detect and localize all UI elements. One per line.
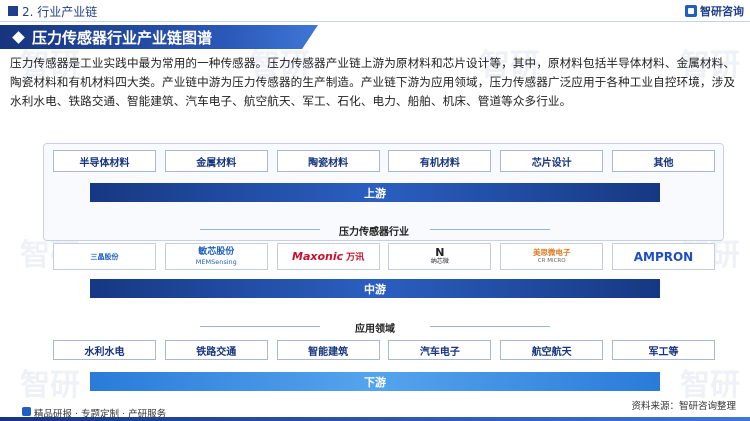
caption-line [430,326,550,327]
footer-slogan: 精品研报 · 专题定制 · 产研服务 [34,409,167,420]
midstream-logo-row: 三晶股份 敏芯股份 MEMSensing Maxonic 万讯 N 纳芯微 美思… [53,243,715,270]
downstream-caption: 应用领域 [355,324,395,335]
upstream-row: 半导体材料 金属材料 陶瓷材料 有机材料 芯片设计 其他 [53,150,715,172]
company-logo-subtext: CR MICRO [537,257,566,264]
application-item: 汽车电子 [388,340,492,360]
diamond-icon [12,31,25,44]
caption-line [430,229,550,230]
upstream-item: 有机材料 [388,150,492,172]
application-item: 水利水电 [53,340,156,360]
downstream-row: 水利水电 铁路交通 智能建筑 汽车电子 航空航天 军工等 [53,340,715,360]
company-logo-text: 纳芯微 [430,257,449,265]
description-paragraph: 压力传感器是工业实践中最为常用的一种传感器。压力传感器产业链上游为原材料和芯片设… [10,56,736,108]
top-bar: 2. 行业产业链 智研咨询 [0,0,750,22]
upstream-stage-bar: 上游 [90,183,660,202]
midstream-caption: 压力传感器行业 [339,227,409,238]
upstream-item: 半导体材料 [53,150,156,172]
brand-name: 智研咨询 [700,5,744,18]
logo-stack: 美思微电子 CR MICRO [533,248,571,266]
logo-stack: 敏芯股份 MEMSensing [196,247,237,267]
company-logo-meisi: 美思微电子 CR MICRO [500,243,604,270]
company-logo-ampron: AMPRON [611,243,715,270]
logo-stack: N 纳芯微 [430,245,449,266]
application-item: 军工等 [611,340,715,360]
source-note: 资料来源：智研咨询整理 [631,401,736,412]
company-logo-maxonic: Maxonic 万讯 [276,243,380,270]
company-logo-memsensing: 敏芯股份 MEMSensing [164,243,268,270]
company-logo-text: 三晶股份 [90,252,119,261]
application-item: 航空航天 [500,340,604,360]
caption-line [200,229,320,230]
footer-bar [0,417,750,421]
upstream-item: 陶瓷材料 [276,150,380,172]
company-logo-subtext: MEMSensing [195,257,237,266]
footer: 精品研报 · 专题定制 · 产研服务 资料来源：智研咨询整理 [0,401,750,421]
application-item: 智能建筑 [276,340,380,360]
application-item: 铁路交通 [164,340,268,360]
company-logo-text: Maxonic [292,250,344,263]
novosense-n-icon: N [435,245,445,259]
company-logo-text: AMPRON [633,249,694,264]
midstream-stage-bar: 中游 [90,279,660,298]
footer-logo-icon [22,407,31,416]
downstream-stage-bar: 下游 [90,372,660,391]
page-title: 压力传感器行业产业链图谱 [32,29,213,47]
caption-line [200,326,320,327]
company-logo-novosense: N 纳芯微 [388,243,492,270]
section-square-icon [8,6,18,16]
company-logo-subtext: 万讯 [346,253,365,263]
title-banner: 压力传感器行业产业链图谱 [0,25,318,49]
upstream-item: 金属材料 [164,150,268,172]
upstream-item: 其他 [611,150,715,172]
section-title: 2. 行业产业链 [22,5,98,19]
company-logo-text: 美思微电子 [532,247,571,257]
company-logo-sanjing: 三晶股份 [53,243,156,270]
watermark-text: 智研 [20,368,80,403]
header-divider [0,21,750,22]
upstream-item: 芯片设计 [500,150,604,172]
brand-logo: 智研咨询 [685,3,744,19]
zhiyan-logo-icon [685,5,697,17]
company-logo-text: 敏芯股份 [198,246,235,257]
